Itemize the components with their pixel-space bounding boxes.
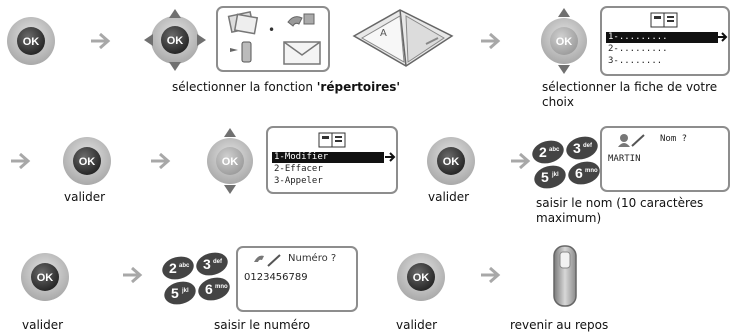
caption-enter-name: saisir le nom (10 caractères maximum) (536, 196, 704, 225)
menu-item-delete: 2-Effacer (274, 164, 323, 174)
menu-screen: 1-Modifier 2-Effacer 3-Appeler (266, 126, 398, 194)
key-2: 2 abc (162, 256, 194, 280)
arrow-right-icon (150, 152, 172, 174)
directory-icon (227, 10, 259, 35)
arrow-right-icon (480, 266, 502, 288)
svg-text:6: 6 (205, 281, 213, 297)
navigator-icon: OK (144, 9, 206, 71)
directory-card-icon (650, 12, 678, 28)
svg-text:OK: OK (222, 156, 239, 168)
hang-up-key-icon[interactable] (552, 244, 578, 308)
svg-text:5: 5 (171, 285, 179, 301)
svg-text:5: 5 (541, 169, 549, 185)
directory-card-icon (318, 132, 346, 148)
directory-book-icon: A (344, 6, 462, 78)
svg-text:3: 3 (203, 256, 211, 272)
ok-button-2[interactable]: OK (62, 136, 112, 186)
function-icons: • (227, 10, 321, 65)
navigator-updown-button[interactable]: OK (200, 126, 260, 196)
svg-text:OK: OK (37, 272, 54, 284)
svg-text:abc: abc (549, 147, 560, 153)
arrow-right-icon (10, 152, 32, 174)
name-value: MARTIN (608, 154, 641, 164)
key-5: 5 jkl (164, 281, 196, 305)
key-6: 6 mno (198, 277, 230, 301)
navigator-updown-icon: OK (541, 8, 587, 74)
svg-text:6: 6 (575, 165, 583, 181)
envelope-icon (283, 41, 321, 65)
list-item: 3-........ (608, 56, 663, 66)
keypad-icon: 2 abc 3 def 5 jkl 6 mno (530, 136, 602, 192)
svg-text:2: 2 (539, 144, 547, 160)
svg-text:OK: OK (167, 35, 184, 47)
ok-button-icon: OK (427, 137, 475, 185)
svg-text:OK: OK (443, 156, 460, 168)
navigator-updown-icon: OK (207, 128, 253, 194)
navigator-button[interactable]: OK (142, 6, 208, 74)
svg-text:jkl: jkl (551, 172, 559, 178)
arrow-right-icon (122, 266, 144, 288)
arrow-right-icon (90, 32, 112, 54)
caption-enter-number: saisir le numéro (214, 318, 311, 332)
caption-select-function: sélectionner la fonction 'répertoires' (172, 80, 401, 94)
ok-button-icon: OK (63, 137, 111, 185)
navigator-updown-button[interactable]: OK (534, 6, 594, 76)
caption-validate-3: valider (22, 318, 64, 332)
svg-text:mno: mno (215, 284, 228, 290)
key-3: 3 def (566, 136, 598, 160)
svg-text:A: A (380, 28, 387, 39)
svg-text:•: • (268, 23, 275, 37)
svg-text:abc: abc (179, 263, 190, 269)
ok-button-icon: OK (21, 253, 69, 301)
svg-text:2: 2 (169, 260, 177, 276)
arrow-right-icon (480, 32, 502, 54)
svg-text:def: def (583, 143, 593, 149)
select-arrow-icon (717, 32, 728, 42)
svg-text:OK: OK (79, 156, 96, 168)
name-prompt: Nom ? (660, 134, 688, 144)
caption-validate-2: valider (428, 190, 470, 204)
edit-icon (618, 134, 645, 147)
ok-button-icon: OK (7, 17, 55, 65)
svg-text:mno: mno (585, 168, 598, 174)
svg-text:jkl: jkl (181, 288, 189, 294)
list-item: 2-......... (608, 44, 668, 54)
key-5: 5 jkl (534, 165, 566, 189)
caption-select-card: sélectionner la fiche de votre choix (542, 80, 718, 109)
mobile-phone-icon (230, 41, 252, 63)
phone-edit-icon (254, 254, 281, 267)
menu-item-call: 3-Appeler (274, 176, 323, 186)
ok-button-4[interactable]: OK (20, 252, 70, 302)
ok-button-5[interactable]: OK (396, 252, 446, 302)
number-entry-screen: Numéro ? 0123456789 (236, 246, 358, 312)
phone-call-icon (287, 13, 315, 27)
number-value: 0123456789 (244, 272, 308, 283)
key-6: 6 mno (568, 161, 600, 185)
name-entry-screen: Nom ? MARTIN (600, 126, 730, 192)
caption-validate-4: valider (396, 318, 438, 332)
key-2: 2 abc (532, 140, 564, 164)
svg-text:OK: OK (556, 36, 573, 48)
key-3: 3 def (196, 252, 228, 276)
svg-text:3: 3 (573, 140, 581, 156)
caption-validate-1: valider (64, 190, 106, 204)
directory-list-screen: 1-......... 2-......... 3-........ (600, 6, 730, 76)
caption-return-idle: revenir au repos (510, 318, 609, 332)
ok-button-3[interactable]: OK (426, 136, 476, 186)
arrow-right-icon (510, 152, 532, 174)
list-item-selected: 1-......... (606, 32, 718, 43)
number-prompt: Numéro ? (288, 253, 337, 264)
svg-text:OK: OK (413, 272, 430, 284)
function-icons-screen: • (216, 6, 330, 72)
ok-button-icon: OK (397, 253, 445, 301)
keypad-icon: 2 abc 3 def 5 jkl 6 mno (160, 252, 232, 308)
svg-text:def: def (213, 259, 223, 265)
menu-item-modify: 1-Modifier (272, 152, 384, 163)
ok-label: OK (23, 36, 40, 48)
select-arrow-icon (385, 152, 396, 162)
ok-button-1[interactable]: OK (6, 16, 56, 66)
